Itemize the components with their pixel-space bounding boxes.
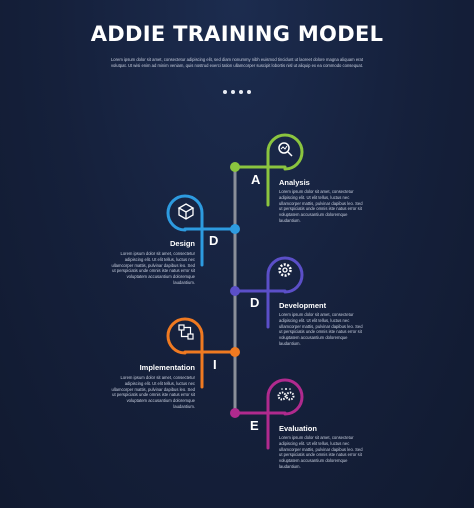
step-desc-design: Lorem ipsum dolor sit amet, consectetur … [111,251,195,285]
step-label-evaluation: Evaluation [279,424,317,433]
step-letter-implementation: I [213,357,217,372]
cube-icon [177,203,195,220]
node-design [230,224,240,234]
dot [239,90,243,94]
step-desc-evaluation: Lorem ipsum dolor sit amet, consectetur … [279,435,363,469]
step-development-loop [233,256,304,329]
step-analysis-loop [233,133,304,207]
step-label-design: Design [169,239,195,248]
step-desc-implementation: Lorem ipsum dolor sit amet, consectetur … [111,375,195,409]
step-label-implementation: Implementation [139,363,195,372]
step-letter-design: D [209,233,219,248]
step-design-loop [166,194,237,267]
step-letter-development: D [250,295,260,310]
workflow-icon [178,324,194,340]
step-letter-analysis: A [251,172,261,187]
node-evaluation [230,408,240,418]
magnifier-chart-icon [278,142,293,157]
step-letter-evaluation: E [250,418,259,433]
gears-icon [277,388,295,401]
dot [247,90,251,94]
step-label-development: Development [279,301,327,310]
step-desc-development: Lorem ipsum dolor sit amet, consectetur … [279,312,363,346]
step-evaluation-loop [233,378,304,450]
dot [231,90,235,94]
step-desc-analysis: Lorem ipsum dolor sit amet, consectetur … [279,189,363,223]
page-subtitle: Lorem ipsum dolor sit amet, consectetur … [110,57,364,68]
node-analysis [230,162,240,172]
gear-icon [278,263,292,277]
node-development [230,286,240,296]
dot [223,90,227,94]
step-label-analysis: Analysis [279,178,310,187]
step-implementation-loop [166,317,237,389]
page-title: ADDIE TRAINING MODEL [90,22,384,46]
pagination-dots [223,90,251,94]
node-implementation [230,347,240,357]
